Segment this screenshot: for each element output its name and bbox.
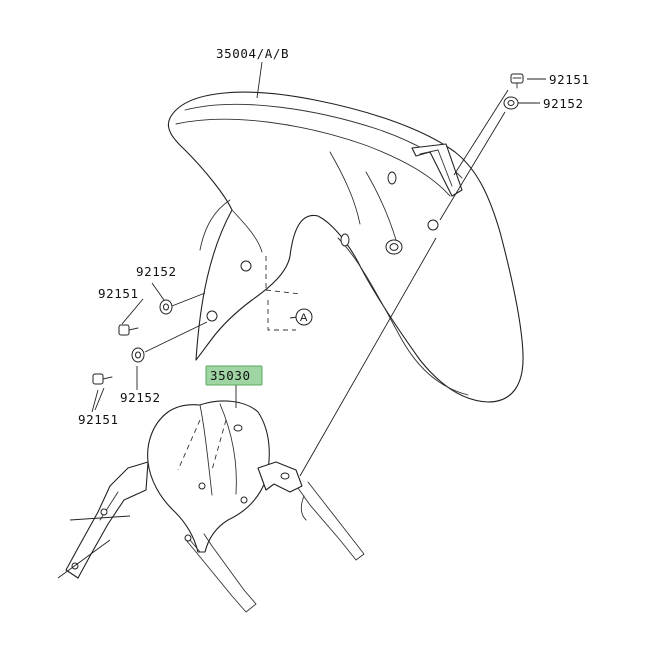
reference-mark-label: A [300,312,308,324]
washer-left-upper[interactable] [159,299,173,315]
fender-bracket[interactable] [65,400,365,613]
label-bolt-left-upper[interactable]: 92151 [98,286,139,301]
label-fender-bracket-highlight [205,365,263,386]
leader-lines [57,61,546,579]
label-washer-left-upper[interactable]: 92152 [136,264,177,279]
front-fender[interactable] [167,91,524,403]
label-washer-left-lower[interactable]: 92152 [120,390,161,405]
label-bolt-left-lower[interactable]: 92151 [78,412,119,427]
washer-left-lower[interactable] [131,347,145,363]
label-fender-bracket-text[interactable]: 35030 [210,368,251,383]
label-bolt-right[interactable]: 92151 [549,72,590,87]
bolt-right[interactable] [510,73,524,89]
bolt-left-lower[interactable] [92,373,113,385]
reference-mark-a: A [295,308,313,326]
label-washer-right[interactable]: 92152 [543,96,584,111]
label-fender-bracket[interactable]: 35030 [205,365,263,386]
label-front-fender[interactable]: 35004/A/B [216,46,289,61]
washer-right[interactable] [503,96,519,110]
bolt-left-upper[interactable] [118,324,139,336]
